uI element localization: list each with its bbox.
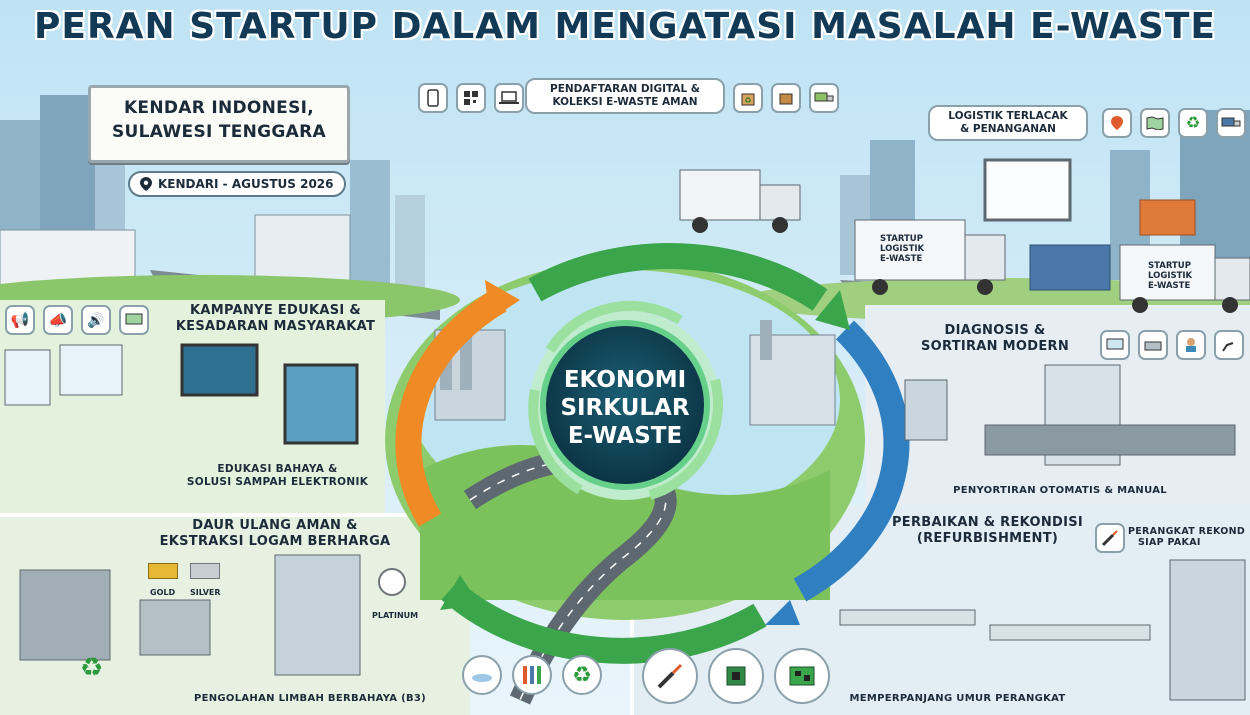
recycling-label-line-2: EKSTRAKSI LOGAM BERHARGA	[159, 533, 391, 549]
banner-line-2: SULAWESI TENGGARA	[112, 122, 326, 143]
location-tag: KENDARI - AGUSTUS 2026	[128, 171, 346, 197]
logistics-label-line-1: LOGISTIK TERLACAK	[948, 110, 1068, 122]
soldering-iron-box	[1095, 523, 1125, 553]
map-pin-icon	[1102, 108, 1132, 138]
refurbish-tag-line-2: SIAP PAKAI	[1138, 537, 1201, 549]
cycle-arrows	[395, 243, 910, 664]
recycle-symbol-icon: ♻	[80, 652, 104, 682]
refurbish-icons	[642, 648, 830, 704]
location-tag-text: KENDARI - AGUSTUS 2026	[158, 177, 334, 191]
tracking-map-billboard	[983, 158, 1072, 222]
truck-logistics-2	[1119, 244, 1250, 313]
delivery-truck-icon	[1216, 108, 1246, 138]
scanner-icon	[1138, 330, 1168, 360]
silver-bar-icon	[190, 563, 220, 579]
registration-label-line-2: KOLEKSI E-WASTE AMAN	[552, 96, 698, 109]
platinum-label: PLATINUM	[372, 611, 419, 620]
location-pin-icon	[140, 177, 152, 191]
presentation-icon	[119, 305, 149, 335]
gold-bar-icon	[148, 563, 178, 579]
technician-icon	[1176, 330, 1206, 360]
education-label-line-1: KAMPANYE EDUKASI &	[190, 303, 361, 318]
truck-logistics-1	[854, 219, 1006, 295]
center-circle	[540, 320, 710, 490]
speaker-icon: 🔊	[81, 305, 111, 335]
sorting-label-line-1: DIAGNOSIS &	[944, 323, 1046, 338]
soldering-iron-icon	[1095, 523, 1125, 553]
truck-1-line-1: STARTUP	[880, 234, 923, 244]
refurbish-label-line-2: (REFURBISHMENT)	[916, 530, 1059, 546]
logistics-label-line-2: & PENANGANAN	[960, 123, 1056, 136]
center-line-1: EKONOMI	[563, 367, 687, 393]
sorting-caption: PENYORTIRAN OTOMATIS & MANUAL	[953, 485, 1167, 496]
sorting-label: DIAGNOSIS & SORTIRAN MODERN	[900, 323, 1090, 354]
education-caption-line-2: SOLUSI SAMPAH ELEKTRONIK	[186, 475, 369, 488]
page-title: PERAN STARTUP DALAM MENGATASI MASALAH E-…	[33, 6, 1216, 47]
location-banner: KENDAR INDONESI, SULAWESI TENGGARA	[88, 85, 350, 163]
gold-label: GOLD	[150, 588, 176, 597]
box-icon	[771, 83, 801, 113]
computer-icon	[1100, 330, 1130, 360]
recycle-circle-icon: ♻	[562, 655, 602, 695]
robot-arm-icon	[1214, 330, 1244, 360]
megaphone-icon-2: 📣	[43, 305, 73, 335]
education-icons: 📢 📣 🔊	[5, 305, 149, 335]
recycle-icon: ♻	[1178, 108, 1208, 138]
banner-line-1: KENDAR INDONESI,	[123, 98, 315, 118]
refurbish-tag-line-1: PERANGKAT REKOND	[1128, 526, 1246, 537]
truck-top	[679, 169, 801, 233]
powder-icon	[462, 655, 502, 695]
refurbish-caption: MEMPERPANJANG UMUR PERANGKAT	[849, 693, 1066, 704]
education-caption: EDUKASI BAHAYA & SOLUSI SAMPAH ELEKTRONI…	[170, 463, 385, 488]
truck-1-line-3: E-WASTE	[880, 253, 923, 264]
qr-code-icon	[456, 83, 486, 113]
refurbish-label: PERBAIKAN & REKONDISI (REFURBISHMENT)	[880, 515, 1095, 546]
truck-2-line-2: LOGISTIK	[1148, 270, 1193, 281]
recycling-label-line-1: DAUR ULANG AMAN &	[192, 518, 358, 533]
megaphone-icon: 📢	[5, 305, 35, 335]
logistics-icons: ♻	[1102, 108, 1246, 138]
education-label-line-2: KESADARAN MASYARAKAT	[175, 318, 376, 334]
registration-icons-left	[418, 83, 524, 113]
city-skyline-left	[0, 95, 425, 295]
recycle-bin-icon: ♻	[733, 83, 763, 113]
microchip-icon	[708, 648, 764, 704]
laptop-icon	[494, 83, 524, 113]
education-label: KAMPANYE EDUKASI & KESADARAN MASYARAKAT	[168, 303, 383, 334]
center-line-2: SIRKULAR	[560, 395, 690, 422]
logistics-label: LOGISTIK TERLACAK & PENANGANAN	[928, 105, 1088, 142]
platinum-icon	[378, 568, 406, 596]
truck-logo-text-2: STARTUP LOGISTIK E-WASTE	[1148, 261, 1193, 291]
refurbish-tag: PERANGKAT REKOND SIAP PAKAI	[1128, 526, 1250, 549]
registration-label-line-1: PENDAFTARAN DIGITAL &	[550, 83, 700, 95]
svg-text:♻: ♻	[744, 96, 751, 105]
smartphone-icon	[418, 83, 448, 113]
registration-label: PENDAFTARAN DIGITAL & KOLEKSI E-WASTE AM…	[525, 78, 725, 115]
circuit-board-icon	[774, 648, 830, 704]
truck-1-line-2: LOGISTIK	[880, 243, 925, 254]
center-line-3: E-WASTE	[567, 423, 683, 450]
silver-label: SILVER	[190, 588, 221, 597]
truck-logo-text-1: STARTUP LOGISTIK E-WASTE	[880, 234, 925, 264]
sorting-icons	[1100, 330, 1244, 360]
truck-2-line-1: STARTUP	[1148, 261, 1191, 271]
truck-2-line-3: E-WASTE	[1148, 280, 1191, 291]
test-tubes-icon	[512, 655, 552, 695]
registration-icons-right: ♻	[733, 83, 839, 113]
recycling-label: DAUR ULANG AMAN & EKSTRAKSI LOGAM BERHAR…	[150, 518, 400, 549]
chemical-icons: ♻	[462, 655, 602, 695]
circular-economy-label: EKONOMI SIRKULAR E-WASTE	[545, 366, 705, 450]
map-icon	[1140, 108, 1170, 138]
soldering-tool-icon	[642, 648, 698, 704]
sorting-label-line-2: SORTIRAN MODERN	[920, 338, 1070, 354]
recycling-caption: PENGOLAHAN LIMBAH BERBAHAYA (B3)	[193, 693, 427, 704]
truck-icon	[809, 83, 839, 113]
education-caption-line-1: EDUKASI BAHAYA &	[217, 463, 338, 475]
refurbish-label-line-1: PERBAIKAN & REKONDISI	[891, 515, 1084, 530]
